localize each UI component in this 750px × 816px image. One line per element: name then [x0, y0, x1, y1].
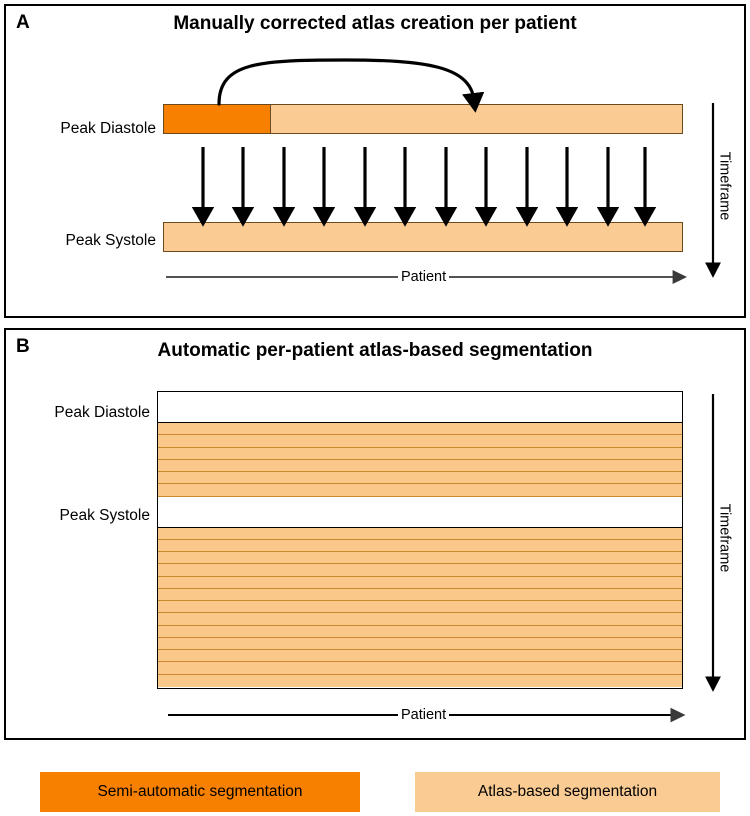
panel-b-label-peak-systole: Peak Systole: [59, 507, 150, 524]
panel-a-label-peak-diastole: Peak Diastole: [60, 120, 156, 137]
panel-b-timeframe-axis-label: Timeframe: [716, 503, 733, 573]
panel-b-atlas-row: [158, 423, 682, 436]
panel-b-atlas-row: [158, 674, 682, 687]
panel-b-atlas-row: [158, 650, 682, 663]
panel-b-atlas-row: [158, 637, 682, 650]
panel-b-patient-axis-label: Patient: [398, 707, 450, 723]
legend-atlas-based-label: Atlas-based segmentation: [477, 783, 658, 800]
legend-atlas-based-segmentation: Atlas-based segmentation: [415, 772, 720, 812]
panel-a-systole-bar: [163, 222, 683, 252]
panel-b-timeframe-grid: [157, 391, 683, 689]
panel-b-atlas-row: [158, 527, 682, 540]
legend-semi-automatic-segmentation: Semi-automatic segmentation: [40, 772, 360, 812]
panel-a-letter: A: [16, 12, 30, 33]
panel-b-atlas-row: [158, 613, 682, 626]
panel-b-atlas-row: [158, 472, 682, 485]
panel-a-diastole-bar: [163, 104, 683, 134]
panel-a-patient-axis-label: Patient: [398, 269, 450, 285]
panel-b-atlas-row: [158, 576, 682, 589]
panel-b-atlas-row: [158, 662, 682, 675]
panel-b-atlas-row: [158, 539, 682, 552]
panel-b-atlas-row: [158, 552, 682, 565]
panel-b-atlas-row: [158, 625, 682, 638]
panel-a-timeframe-axis-label: Timeframe: [716, 151, 733, 221]
panel-a: A Manually corrected atlas creation per …: [4, 4, 746, 318]
legend-semi-automatic-label: Semi-automatic segmentation: [97, 783, 303, 800]
panel-b-atlas-row: [158, 601, 682, 614]
panel-a-semi-automatic-segment: [164, 105, 271, 133]
panel-b-atlas-row: [158, 564, 682, 577]
panel-b-atlas-row: [158, 588, 682, 601]
panel-b-atlas-row: [158, 447, 682, 460]
panel-b-title: Automatic per-patient atlas-based segmen…: [157, 340, 593, 361]
panel-b-atlas-row: [158, 435, 682, 448]
panel-b-letter: B: [16, 336, 30, 357]
panel-b-label-peak-diastole: Peak Diastole: [54, 404, 150, 421]
panel-b-atlas-row: [158, 484, 682, 497]
panel-b-atlas-row: [158, 459, 682, 472]
panel-a-label-peak-systole: Peak Systole: [65, 232, 156, 249]
panel-b-peak-row: [158, 496, 682, 528]
panel-a-title: Manually corrected atlas creation per pa…: [173, 13, 577, 34]
panel-b-peak-row: [158, 392, 682, 423]
